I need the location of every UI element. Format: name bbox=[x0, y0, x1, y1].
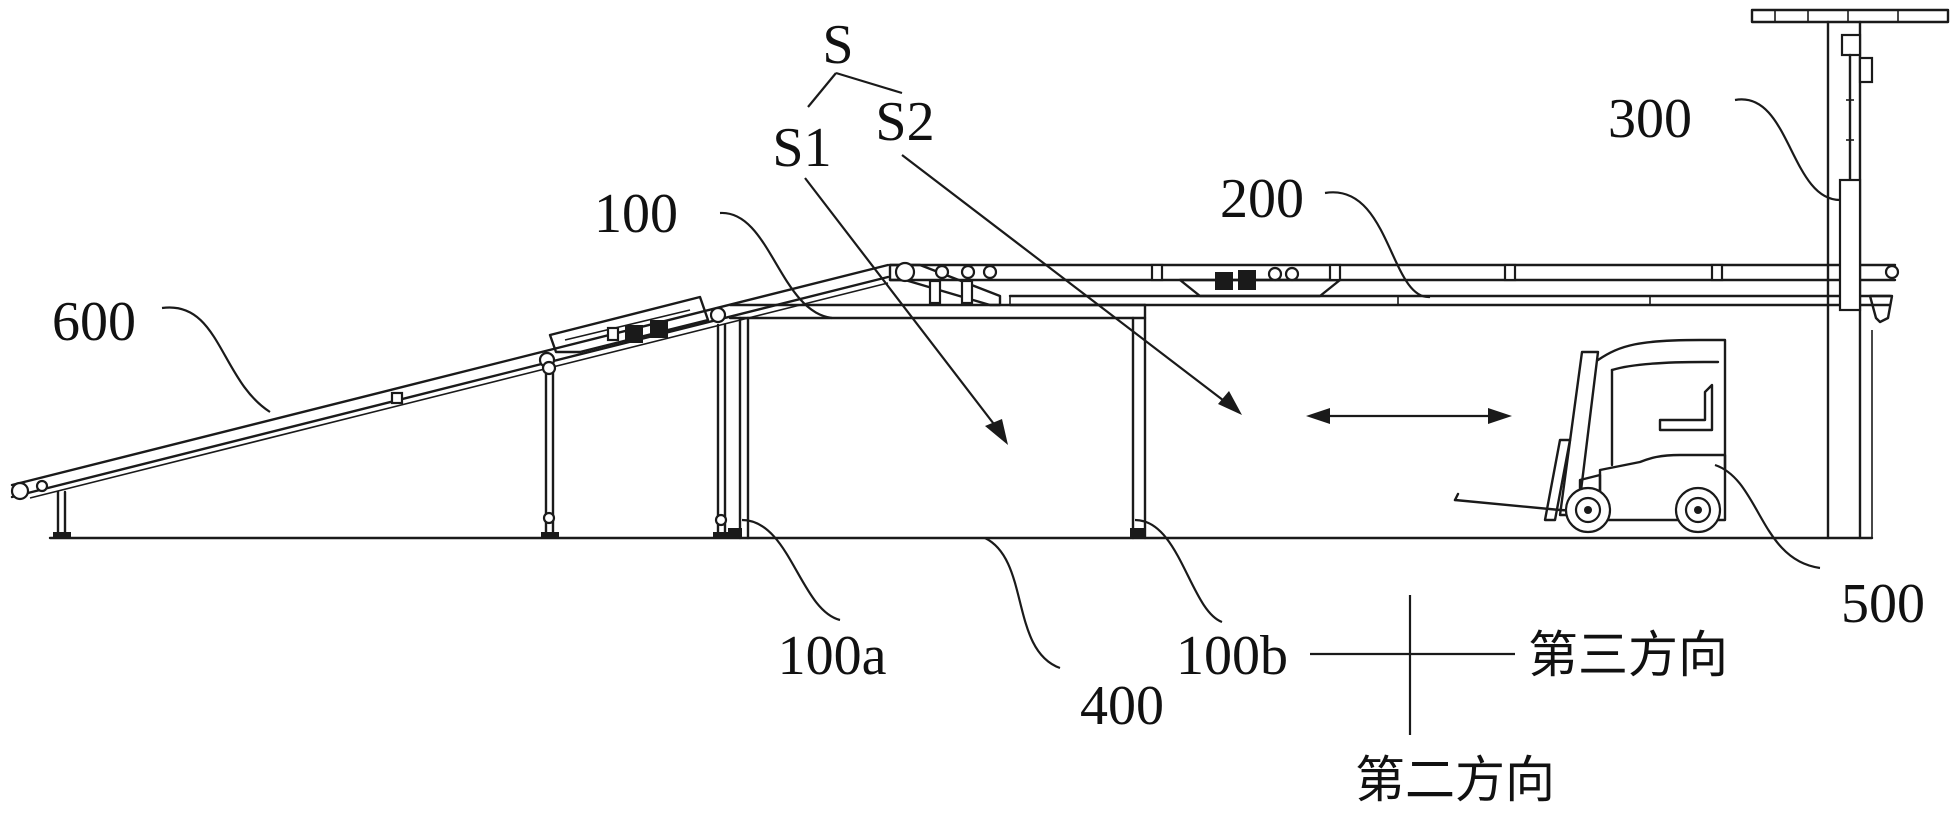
label-100b: 100b bbox=[1176, 625, 1288, 687]
label-600: 600 bbox=[52, 291, 136, 353]
label-s2: S2 bbox=[875, 91, 934, 153]
leader-200 bbox=[1324, 191, 1431, 299]
left-arrowhead bbox=[1306, 408, 1330, 424]
rack-100 bbox=[728, 303, 1147, 540]
label-s: S bbox=[822, 14, 853, 76]
floor-line bbox=[48, 330, 1874, 540]
forklift-500 bbox=[1453, 338, 1727, 534]
label-100a: 100a bbox=[778, 625, 887, 687]
leader-100b bbox=[1134, 518, 1223, 624]
leader-300 bbox=[1734, 98, 1841, 202]
s-bracket bbox=[807, 71, 903, 108]
leader-lines bbox=[161, 98, 1841, 670]
label-s1: S1 bbox=[772, 117, 831, 179]
label-300: 300 bbox=[1608, 88, 1692, 150]
leader-100 bbox=[719, 211, 833, 320]
label-200: 200 bbox=[1220, 168, 1304, 230]
label-third-direction: 第三方向 bbox=[1528, 626, 1728, 684]
label-second-direction: 第二方向 bbox=[1355, 751, 1555, 809]
hoist-300 bbox=[1750, 8, 1950, 540]
s1-arrowhead bbox=[985, 419, 1008, 445]
ramp-conveyor-600 bbox=[10, 263, 890, 501]
direction-cross bbox=[1310, 595, 1515, 735]
label-500: 500 bbox=[1841, 573, 1925, 635]
leader-500 bbox=[1714, 463, 1821, 570]
leader-100a bbox=[741, 518, 841, 622]
label-400: 400 bbox=[1080, 675, 1164, 737]
label-100: 100 bbox=[594, 183, 678, 245]
leader-600 bbox=[161, 306, 271, 413]
leader-400 bbox=[984, 537, 1061, 670]
conveyor-200 bbox=[888, 261, 1900, 324]
s2-arrowhead bbox=[1218, 391, 1242, 415]
right-arrowhead bbox=[1488, 408, 1512, 424]
space-arrows bbox=[804, 154, 1512, 445]
ramp-support-legs bbox=[53, 323, 731, 538]
